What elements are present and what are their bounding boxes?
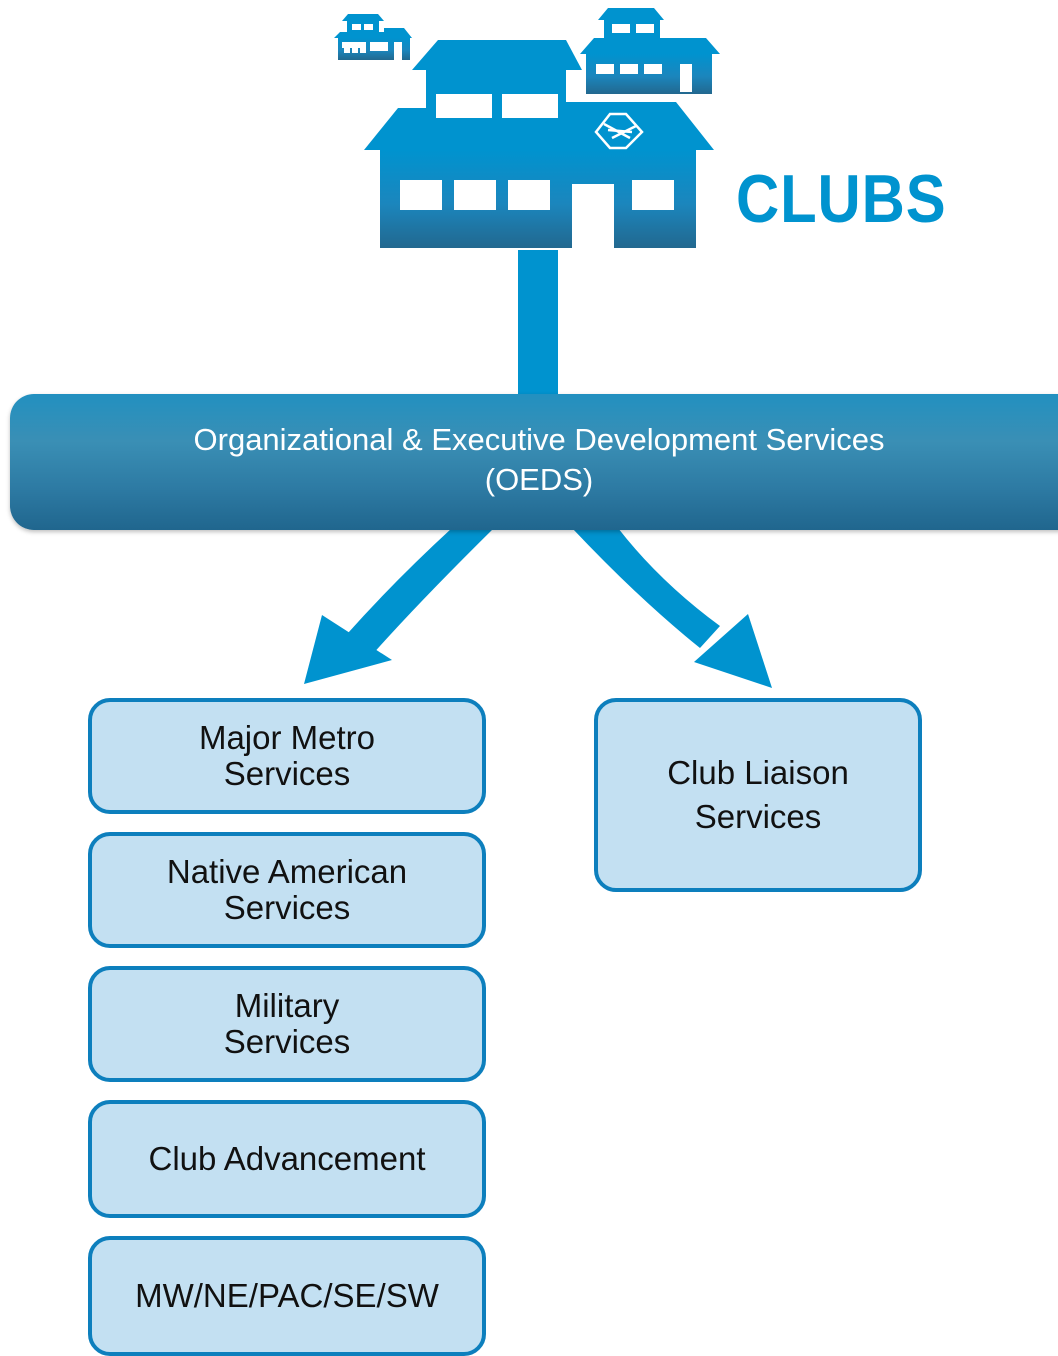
medium-building-icon — [580, 8, 720, 94]
military-services-box: Military Services — [88, 966, 486, 1082]
oeds-abbreviation: (OEDS) — [484, 462, 594, 497]
oeds-banner: Organizational & Executive Development S… — [10, 394, 1058, 530]
box-label-line: MW/NE/PAC/SE/SW — [135, 1277, 439, 1314]
box-label-line: Services — [223, 1023, 351, 1060]
main-building-icon — [364, 40, 714, 248]
left-arrow — [304, 528, 494, 684]
box-label-line: Services — [223, 889, 351, 926]
native-american-services-box: Native American Services — [88, 832, 486, 948]
regions-box: MW/NE/PAC/SE/SW — [88, 1236, 486, 1356]
vertical-connector — [518, 250, 558, 400]
box-label-line: Native American — [166, 853, 408, 890]
box-label-line: Club Advancement — [148, 1140, 426, 1177]
club-advancement-box: Club Advancement — [88, 1100, 486, 1218]
right-arrow — [572, 528, 772, 688]
oeds-title: Organizational & Executive Development S… — [193, 422, 885, 457]
clubs-title: CLUBS — [736, 161, 947, 237]
club-liaison-services-box: Club Liaison Services — [594, 698, 922, 892]
small-building-icon — [334, 14, 412, 60]
handshake-emblem-icon — [594, 112, 644, 150]
box-label-line: Services — [223, 755, 351, 792]
box-label-line: Club Liaison — [667, 754, 849, 791]
oeds-banner-text: Organizational & Executive Development S… — [10, 420, 1058, 500]
box-label-line: Services — [694, 798, 822, 835]
box-label-line: Major Metro — [198, 719, 376, 756]
box-label-line: Military — [234, 987, 340, 1024]
major-metro-services-box: Major Metro Services — [88, 698, 486, 814]
